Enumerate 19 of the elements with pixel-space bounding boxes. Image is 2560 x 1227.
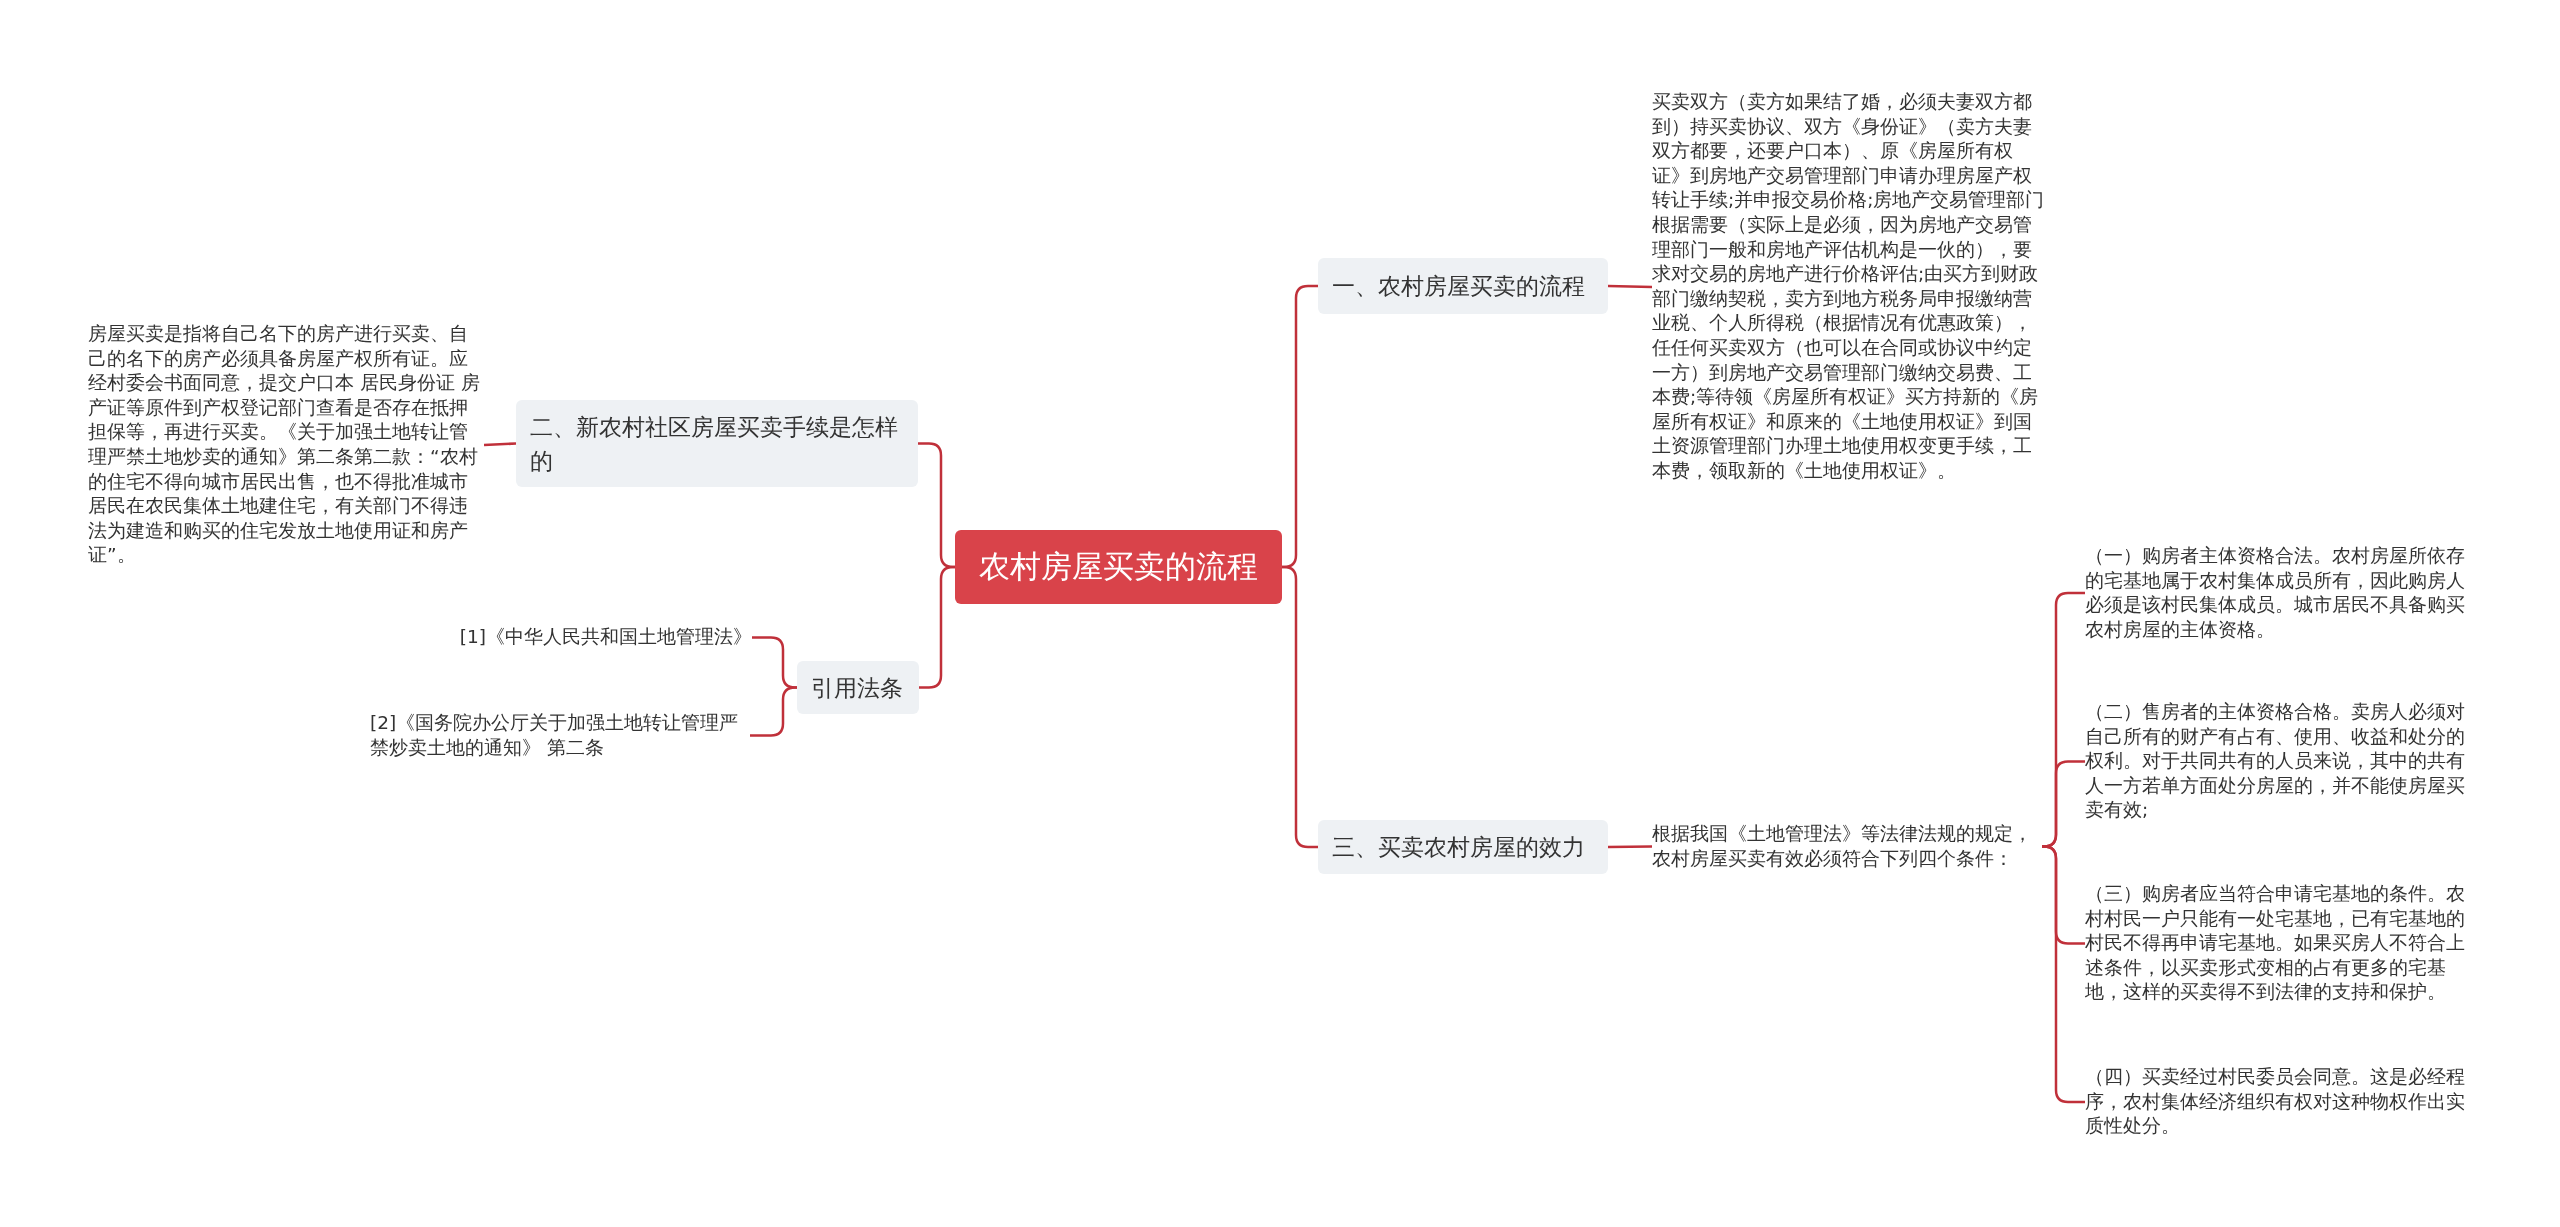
connector-line (919, 565, 955, 689)
note-text: （三）购房者应当符合申请宅基地的条件。农村村民一户只能有一处宅基地，已有宅基地的村民不得再申请宅基地。如果买房人不符合上述条件，以买卖形式变相的占有更多的宅基地，这样的买卖得不到法律的支持和保护。 (2085, 882, 2480, 1005)
connector-line (483, 442, 517, 447)
note-text: （二）售房者的主体资格合格。卖房人必须对自己所有的财产有占有、使用、收益和处分的权利。对于共同共有的人员来说，其中的共有人一方若单方面处分房屋的，并不能使房屋买卖有效; (2085, 700, 2480, 823)
note-text: 买卖双方（卖方如果结了婚，必须夫妻双方都到）持买卖协议、双方《身份证》（卖方夫妻双方都要，还要户口本）、原《房屋所有权证》到房地产交易管理部门申请办理房屋产权转让手续;并申报交易价格;房地产交易管理部门根据需要（实际上是必须，因为房地产交易管理部门一般和房地产评估机构是一伙的），要求对交易的房地产进行价格评估;由买方到财政部门缴纳契税，卖方到地方税务局申报缴纳营业税、个人所得税（根据情况有优惠政策），任任何买卖双方（也可以在合同或协议中约定一方）到房地产交易管理部门缴纳交易费、工本费;等待领《房屋所有权证》买方持新的《房屋所有权证》和原来的《土地使用权证》到国土资源管理部门办理土地使用权变更手续，工本费，领取新的《土地使用权证》。 (1652, 90, 2047, 484)
connector-line (1607, 284, 1653, 289)
connector-line (1608, 845, 1652, 849)
note-text: （四）买卖经过村民委员会同意。这是必经程序，农村集体经济组织有权对这种物权作出实质性处分。 (2085, 1065, 2480, 1139)
topic-box: 一、农村房屋买卖的流程 (1318, 258, 1608, 314)
citation-text: [1]《中华人民共和国土地管理法》 (440, 625, 752, 650)
topic-box: 三、买卖农村房屋的效力 (1318, 820, 1608, 874)
topic-box: 引用法条 (797, 661, 919, 714)
citation-text: [2]《国务院办公厅关于加强土地转让管理严禁炒卖土地的通知》 第二条 (370, 711, 750, 761)
topic-box: 二、新农村社区房屋买卖手续是怎样的 (516, 400, 918, 487)
note-text: （一）购房者主体资格合法。农村房屋所依存的宅基地属于农村集体成员所有，因此购房人必须是该村民集体成员。城市居民不具备购买农村房屋的主体资格。 (2085, 544, 2480, 643)
connector-line (1282, 565, 1318, 849)
root-topic-box: 农村房屋买卖的流程 (955, 530, 1282, 604)
note-text: 根据我国《土地管理法》等法律法规的规定，农村房屋买卖有效必须符合下列四个条件： (1652, 822, 2042, 872)
note-text: 房屋买卖是指将自己名下的房产进行买卖、自己的名下的房产必须具备房屋产权所有证。应经村委会书面同意，提交户口本 居民身份证 房产证等原件到产权登记部门查看是否存在抵押担保等，再进行买卖。《关于加强土地转让管理严禁土地炒卖的通知》第二条第二款：“农村的住宅不得向城市居民出售，也不得批准城市居民在农民集体土地建住宅，有关部门不得违法为建造和购买的住宅发放土地使用证和房产证”。 (88, 322, 484, 568)
